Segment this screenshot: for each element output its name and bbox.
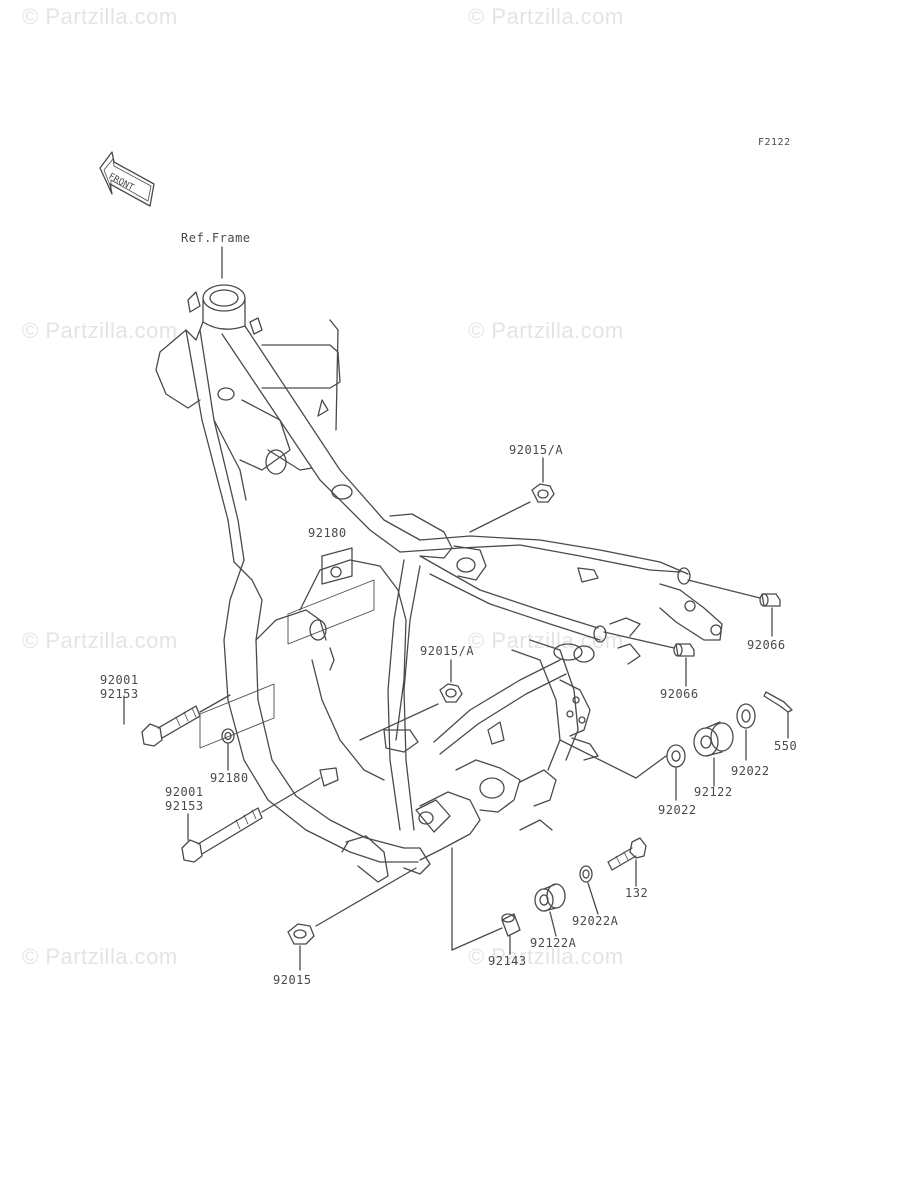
decal-marker: [330, 566, 342, 578]
bolt-132: [607, 837, 647, 887]
part-label-92001-bottom[interactable]: 92001: [165, 785, 204, 799]
washer-92022-mid: [559, 739, 686, 801]
nut-92015: [287, 867, 417, 971]
part-label-92153-top[interactable]: 92153: [100, 687, 139, 701]
motorcycle-frame: [155, 284, 723, 883]
decal-92180-top: [321, 547, 353, 585]
nut-92015a-top: [469, 457, 555, 533]
part-label-92153-bottom[interactable]: 92153: [165, 799, 204, 813]
collar-92122: [693, 721, 734, 787]
part-label-132[interactable]: 132: [625, 886, 649, 900]
washer-92180: [221, 728, 235, 771]
watermark: © Partzilla.com: [22, 944, 178, 969]
washer-92022a: [579, 865, 599, 915]
part-label-92015a-mid[interactable]: 92015/A: [420, 644, 475, 658]
part-label-92066-mid[interactable]: 92066: [660, 687, 699, 701]
watermark: © Partzilla.com: [22, 628, 178, 653]
watermark: © Partzilla.com: [468, 944, 624, 969]
bolt-92001-bottom: [181, 777, 321, 863]
part-label-550[interactable]: 550: [774, 739, 798, 753]
spacer-92143: [451, 847, 521, 955]
part-label-92122[interactable]: 92122: [694, 785, 733, 799]
part-label-92180-top[interactable]: 92180: [308, 526, 347, 540]
cap-92066-mid: [603, 631, 695, 687]
part-label-92143[interactable]: 92143: [488, 954, 527, 968]
part-label-92022-right[interactable]: 92022: [731, 764, 770, 778]
part-label-92180-bottom[interactable]: 92180: [210, 771, 249, 785]
nut-92015a-mid: [359, 659, 463, 741]
front-arrow-icon: FRONT: [99, 151, 155, 207]
part-label-92122a[interactable]: 92122A: [530, 936, 577, 950]
washer-92022-right: [736, 703, 756, 761]
collar-92122a: [534, 883, 566, 937]
cotter-pin-550: [763, 691, 793, 739]
part-label-92022a[interactable]: 92022A: [572, 914, 619, 928]
part-label-92022-mid[interactable]: 92022: [658, 803, 697, 817]
part-label-92001-top[interactable]: 92001: [100, 673, 139, 687]
diagram-code: F2122: [758, 137, 791, 148]
cap-92066-right: [687, 579, 781, 637]
bolt-92001-top: [123, 694, 231, 747]
watermark: © Partzilla.com: [468, 4, 624, 29]
part-label-92066-right[interactable]: 92066: [747, 638, 786, 652]
ref-frame-label: Ref.Frame: [181, 231, 251, 245]
decal-panel: [287, 579, 375, 645]
part-label-92015[interactable]: 92015: [273, 973, 312, 987]
watermark: © Partzilla.com: [22, 4, 178, 29]
watermark: © Partzilla.com: [22, 318, 178, 343]
decal-panel: [199, 683, 275, 749]
part-label-92015a-top[interactable]: 92015/A: [509, 443, 564, 457]
watermark: © Partzilla.com: [468, 318, 624, 343]
